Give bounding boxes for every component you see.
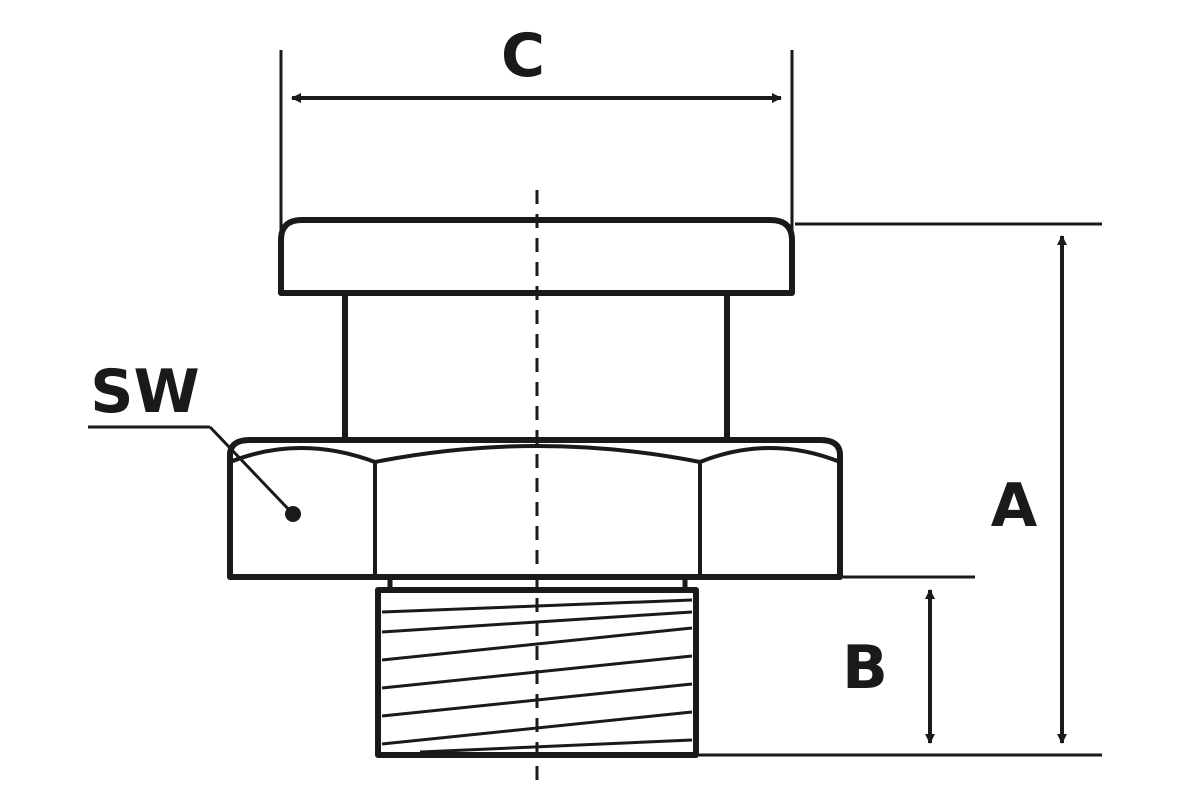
thread-lines — [381, 598, 693, 754]
hex-nut — [227, 437, 843, 580]
sw-leader — [88, 425, 301, 522]
dimension-c — [279, 50, 794, 232]
label-sw: SW — [90, 357, 199, 427]
cap-head — [278, 217, 795, 296]
hex-nut-facets — [229, 444, 841, 577]
neck — [342, 293, 730, 437]
label-a: A — [991, 471, 1038, 541]
label-b: B — [842, 633, 888, 703]
threaded-shank — [375, 587, 699, 758]
label-c: C — [501, 21, 545, 91]
